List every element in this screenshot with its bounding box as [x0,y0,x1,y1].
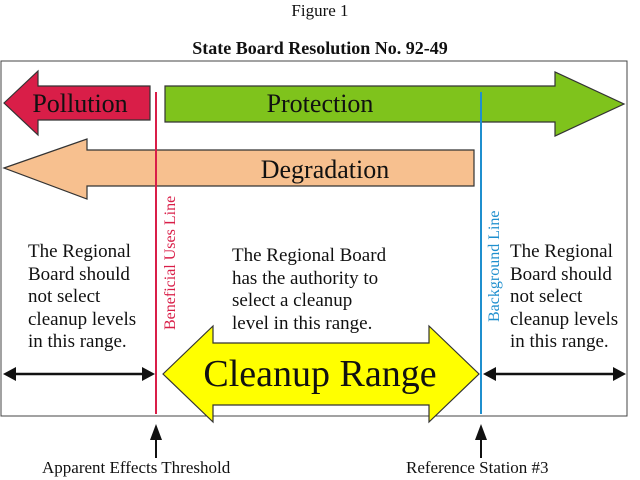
reference-station-label: Reference Station #3 [406,458,549,477]
pollution-label: Pollution [32,89,127,118]
degradation-arrow [2,138,475,200]
reference-station-pointer [475,424,487,458]
left-range-arrow [3,367,155,381]
degradation-label: Degradation [261,155,390,184]
right-note: The Regional Board should not select cle… [510,241,619,352]
pollution-arrow [3,69,151,137]
apparent-effects-threshold-label: Apparent Effects Threshold [42,458,231,477]
apparent-effects-pointer [150,424,162,458]
right-range-arrow [483,367,626,381]
beneficial-uses-line-label: Beneficial Uses Line [162,195,179,330]
background-line-label: Background Line [486,210,503,322]
figure-label: Figure 1 [291,1,349,20]
protection-arrow [164,71,626,137]
left-note: The Regional Board should not select cle… [28,241,137,352]
center-note: The Regional Board has the authority to … [232,245,387,334]
diagram-frame [0,60,628,417]
diagram-title: State Board Resolution No. 92-49 [192,38,448,58]
protection-label: Protection [267,89,374,118]
cleanup-range-arrow [162,324,480,424]
cleanup-range-label: Cleanup Range [203,353,436,395]
